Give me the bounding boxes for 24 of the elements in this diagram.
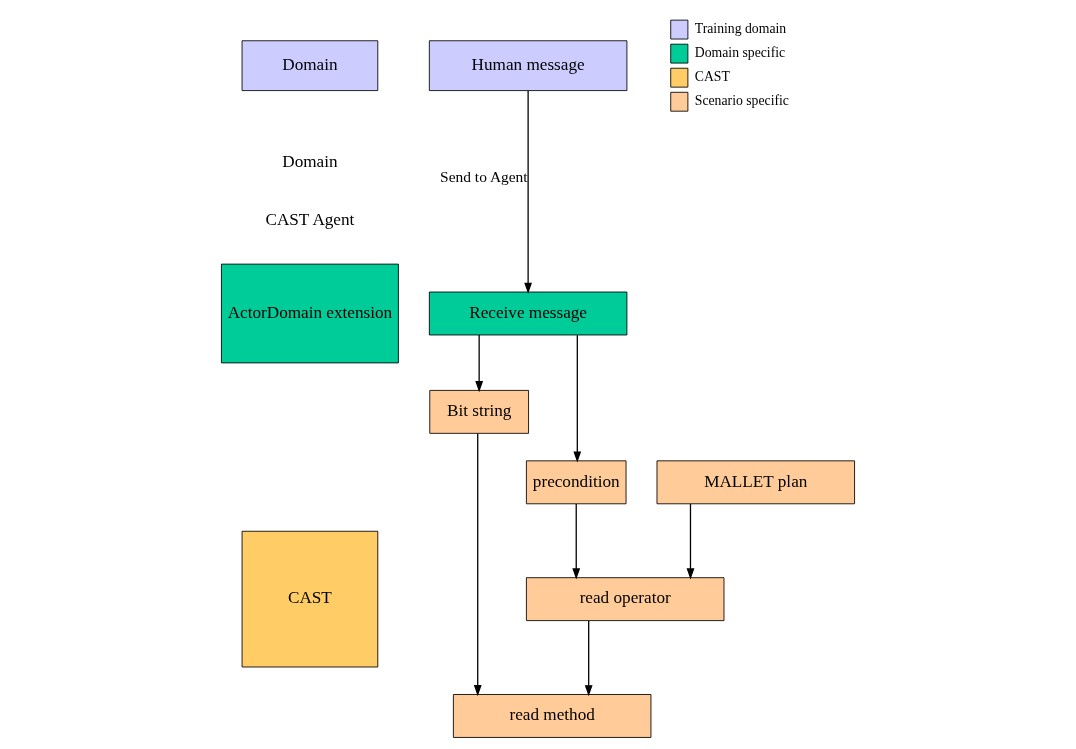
legend-label: CAST xyxy=(694,68,730,84)
arrow xyxy=(473,432,482,697)
node-box: MALLET plan xyxy=(656,460,855,505)
legend-label: Scenario specific xyxy=(694,93,789,109)
node-box: read method xyxy=(452,694,652,738)
arrow xyxy=(524,90,533,294)
arrow xyxy=(584,620,593,697)
node-box: Receive message xyxy=(428,291,628,336)
node-box: precondition xyxy=(525,460,627,505)
node-box: Human message xyxy=(428,40,628,91)
edge-label: Send to Agent xyxy=(440,168,528,186)
arrow xyxy=(573,334,582,463)
label: Domain xyxy=(282,152,338,172)
arrow xyxy=(572,503,581,580)
node-box: Bit string xyxy=(429,389,529,434)
legend-label: Training domain xyxy=(694,20,787,36)
legend-label: Domain specific xyxy=(694,44,786,60)
label: CAST Agent xyxy=(265,210,355,230)
node-box: CAST xyxy=(241,530,379,668)
node-box: read operator xyxy=(525,577,725,622)
arrow xyxy=(475,334,484,393)
node-box: ActorDomain extension xyxy=(221,263,399,364)
node-box: Domain xyxy=(241,40,379,91)
arrow xyxy=(686,503,695,580)
